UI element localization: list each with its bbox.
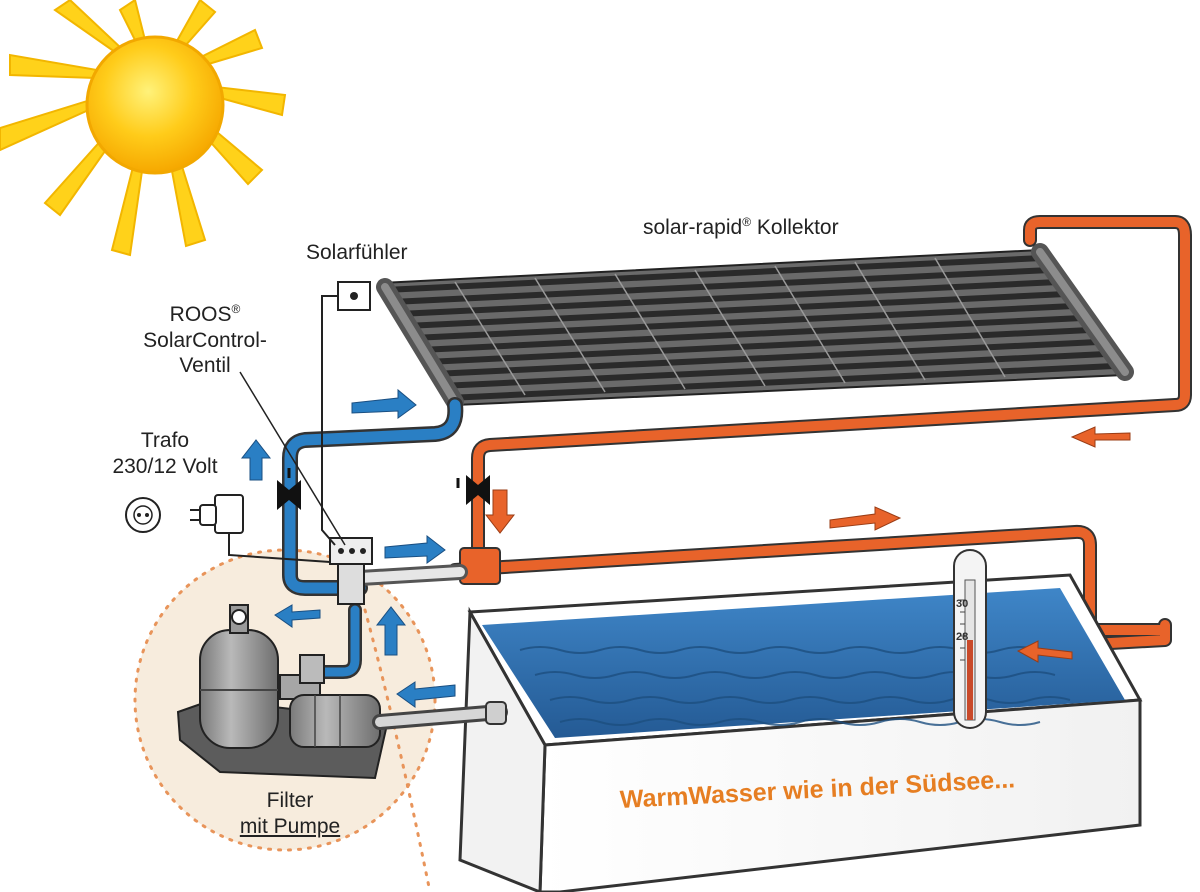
valve-line-2: SolarControl- bbox=[143, 328, 267, 352]
sensor-leader-line bbox=[363, 608, 432, 892]
valve-line-3: Ventil bbox=[179, 354, 231, 378]
thermometer-tick-28: 28 bbox=[956, 631, 968, 643]
thermometer-icon: 30 28 bbox=[953, 549, 987, 729]
valve-brand: ROOS bbox=[169, 303, 232, 326]
valve-icon bbox=[456, 475, 490, 505]
warm-pipe bbox=[448, 215, 1192, 652]
cold-pipe bbox=[282, 397, 464, 679]
label-trafo: Trafo 230/12 Volt bbox=[90, 428, 240, 479]
label-collector: solar-rapid® Kollektor bbox=[643, 215, 839, 241]
valve-brand-line: ROOS® bbox=[120, 302, 290, 328]
flow-arrow-icon bbox=[240, 388, 456, 708]
collector-reg-mark: ® bbox=[742, 215, 752, 229]
label-filter: Filter mit Pumpe bbox=[215, 788, 365, 839]
pool-tank bbox=[458, 573, 1143, 892]
collector-word: Kollektor bbox=[756, 216, 839, 239]
valve-icon bbox=[277, 468, 301, 510]
pump-icon bbox=[176, 604, 508, 780]
label-solarcontrol-valve: ROOS® SolarControl- Ventil bbox=[120, 302, 290, 379]
collector-name: solar-rapid bbox=[643, 216, 743, 239]
filter-line-1: Filter bbox=[266, 789, 314, 812]
trafo-line-1: Trafo bbox=[140, 429, 190, 452]
solarcontrol-valve bbox=[329, 537, 373, 605]
solar-sensor bbox=[321, 281, 371, 546]
valve-reg-mark: ® bbox=[231, 302, 241, 316]
label-solarfuehler: Solarfühler bbox=[306, 241, 408, 264]
thermometer-tick-30: 30 bbox=[956, 598, 968, 610]
trafo-line-2: 230/12 Volt bbox=[112, 454, 218, 478]
flow-arrow-icon bbox=[484, 426, 1131, 663]
socket-icon bbox=[125, 497, 161, 533]
collector-panel bbox=[376, 243, 1134, 411]
plug-icon bbox=[190, 494, 331, 563]
sun-icon bbox=[0, 0, 287, 257]
valve-leader-line bbox=[239, 371, 346, 546]
filter-line-2: mit Pumpe bbox=[239, 814, 341, 838]
